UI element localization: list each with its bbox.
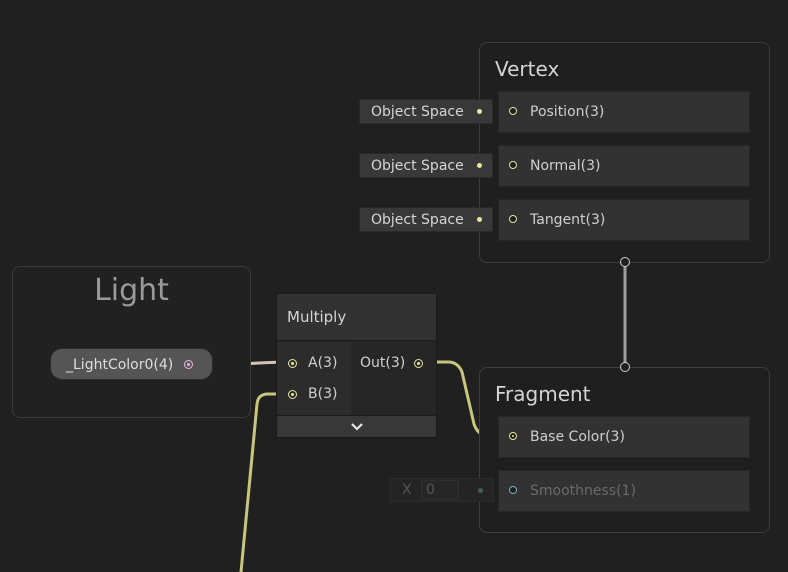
- position-space-port[interactable]: [477, 109, 482, 114]
- smoothness-label: Smoothness(1): [530, 483, 636, 499]
- smoothness-value-field[interactable]: X 0: [390, 478, 494, 502]
- input-a-slot[interactable]: A(3): [287, 355, 337, 371]
- position-space-field[interactable]: Object Space: [359, 99, 493, 124]
- vertex-context[interactable]: Vertex Position(3) Normal(3) Tangent(3): [479, 42, 770, 263]
- normal-space-field[interactable]: Object Space: [359, 153, 493, 178]
- normal-space-label: Object Space: [371, 158, 464, 174]
- smoothness-port[interactable]: [509, 486, 517, 494]
- light-color-label: _LightColor0(4): [66, 357, 174, 373]
- vertex-title: Vertex: [495, 57, 560, 81]
- position-space-label: Object Space: [371, 104, 464, 120]
- output-out-slot[interactable]: Out(3): [360, 355, 423, 371]
- light-color-property-node[interactable]: _LightColor0(4): [50, 348, 213, 380]
- light-color-out-port[interactable]: [184, 360, 193, 369]
- fragment-title: Fragment: [495, 382, 591, 406]
- vertex-block-tangent[interactable]: Tangent(3): [498, 199, 750, 241]
- vertex-block-position[interactable]: Position(3): [498, 91, 750, 133]
- tangent-space-field[interactable]: Object Space: [359, 207, 493, 232]
- chevron-down-icon: [350, 422, 363, 431]
- tangent-label: Tangent(3): [530, 212, 606, 228]
- multiply-node[interactable]: Multiply A(3) B(3) Out(3): [276, 293, 437, 438]
- position-port[interactable]: [509, 107, 517, 115]
- light-group[interactable]: Light: [12, 266, 251, 418]
- normal-port[interactable]: [509, 161, 517, 169]
- smoothness-value-input[interactable]: 0: [421, 480, 459, 500]
- tangent-space-port[interactable]: [477, 217, 482, 222]
- input-b-port[interactable]: [288, 390, 297, 399]
- fragment-block-base-color[interactable]: Base Color(3): [498, 416, 750, 458]
- output-out-port[interactable]: [414, 359, 423, 368]
- light-group-title: Light: [94, 273, 169, 308]
- tangent-port[interactable]: [509, 215, 517, 223]
- fragment-context[interactable]: Fragment Base Color(3) Smoothness(1): [479, 367, 770, 533]
- multiply-title: Multiply: [277, 294, 436, 341]
- vertex-flow-out-port[interactable]: [620, 257, 630, 267]
- multiply-inputs: A(3) B(3): [277, 342, 351, 416]
- input-a-label: A(3): [308, 355, 338, 371]
- input-b-slot[interactable]: B(3): [287, 386, 337, 402]
- base-color-port[interactable]: [509, 432, 517, 440]
- multiply-outputs: Out(3): [352, 342, 436, 416]
- normal-space-port[interactable]: [477, 163, 482, 168]
- base-color-label: Base Color(3): [530, 429, 625, 445]
- fragment-flow-in-port[interactable]: [620, 362, 630, 372]
- multiply-expand-toggle[interactable]: [277, 415, 436, 437]
- tangent-space-label: Object Space: [371, 212, 464, 228]
- position-label: Position(3): [530, 104, 605, 120]
- input-b-label: B(3): [308, 386, 338, 402]
- input-a-port[interactable]: [288, 359, 297, 368]
- fragment-block-smoothness[interactable]: Smoothness(1): [498, 470, 750, 512]
- smoothness-axis-label: X: [402, 482, 412, 498]
- normal-label: Normal(3): [530, 158, 601, 174]
- vertex-block-normal[interactable]: Normal(3): [498, 145, 750, 187]
- output-out-label: Out(3): [360, 355, 406, 371]
- smoothness-field-port[interactable]: [478, 488, 483, 493]
